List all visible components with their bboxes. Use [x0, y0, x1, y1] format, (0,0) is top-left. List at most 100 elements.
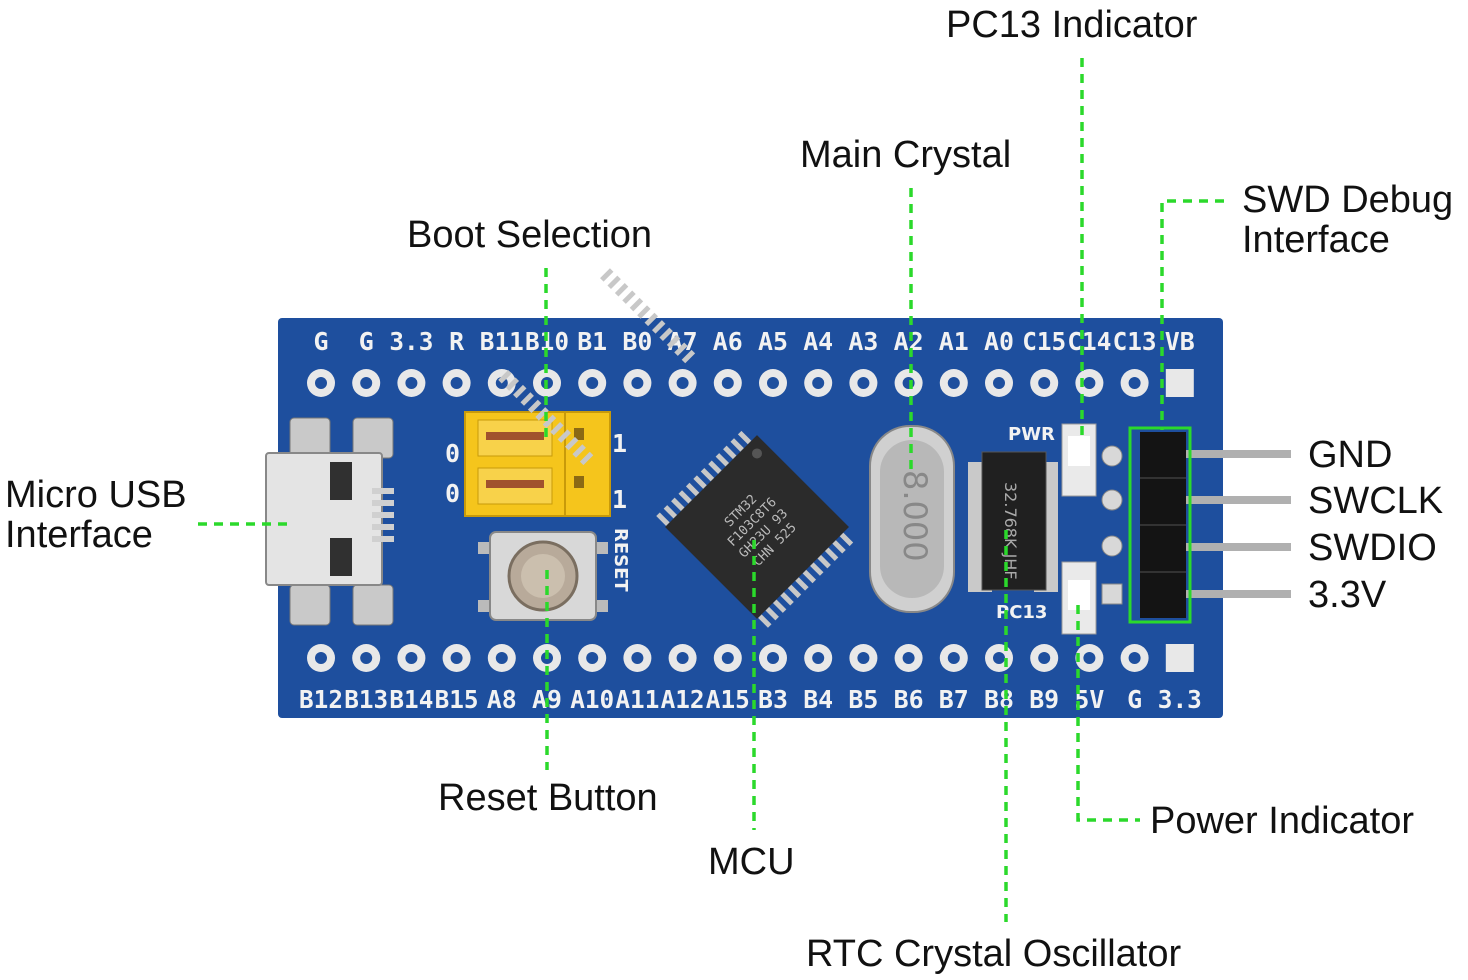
mcu-pin — [700, 467, 715, 482]
callout-micro-usb-line2: Interface — [5, 514, 153, 556]
leader-lines — [198, 58, 1224, 922]
callout-swd-debug: SWD Debug Interface — [1242, 180, 1453, 260]
mcu-pin — [780, 592, 794, 606]
mcu-pin — [659, 327, 673, 342]
top-header-label: A0 — [984, 327, 1014, 356]
boot-jumper-mark: 0 — [445, 439, 460, 468]
top-header-label: B0 — [622, 327, 652, 356]
swd-pin-swdio-label: SWDIO — [1308, 527, 1437, 569]
mcu-pin — [772, 599, 787, 613]
boot-jumper-mark: 0 — [445, 479, 460, 508]
callout-swd-debug-line1: SWD Debug — [1242, 179, 1454, 221]
mcu-pin — [651, 320, 666, 334]
bottom-header-label: B8 — [984, 685, 1014, 714]
top-header-label: R — [449, 327, 465, 356]
reset-button-graphic — [478, 531, 608, 621]
bottom-header-pin-hole — [767, 652, 779, 664]
callout-main-crystal: Main Crystal — [800, 134, 1012, 176]
top-header-label: A4 — [803, 327, 833, 356]
callout-swd-debug-line2: Interface — [1242, 219, 1390, 261]
bottom-header-pin-hole — [947, 652, 960, 664]
top-header-label: G — [314, 327, 329, 356]
bottom-header-label: A10 — [570, 685, 614, 714]
mcu-pin — [802, 569, 817, 584]
bottom-header-pin-hole — [721, 652, 734, 664]
mcu-pin — [832, 540, 846, 554]
main-crystal-graphic — [869, 425, 955, 613]
top-header-label: A5 — [758, 327, 788, 356]
callout-pc13-indicator: PC13 Indicator — [946, 4, 1198, 46]
mcu-pin — [629, 297, 644, 312]
callout-micro-usb: Micro USB Interface — [5, 475, 187, 555]
top-header-pin-hole — [902, 377, 915, 389]
mcu-pin — [678, 490, 692, 504]
mcu-pin — [685, 482, 700, 497]
swd-pin-3v3-label: 3.3V — [1308, 574, 1387, 616]
bottom-header-pin-hole — [857, 652, 870, 664]
top-header-label: A3 — [848, 327, 878, 356]
bottom-header-pin-hole — [1038, 652, 1051, 664]
mcu-pin — [498, 370, 512, 384]
mcu-pin — [824, 547, 839, 561]
bottom-header-pin-hole — [812, 652, 825, 664]
top-header-pin-hole — [1128, 377, 1141, 389]
bottom-header-pin-hole — [405, 652, 418, 664]
top-header-pin-hole — [1083, 377, 1096, 389]
top-header-pin-hole — [767, 377, 779, 389]
boot-jumper-mark: 1 — [612, 485, 627, 514]
callout-mcu: MCU — [708, 841, 795, 883]
top-header-pin-hole — [450, 377, 463, 389]
crystal-marking: 8.000 — [896, 470, 934, 562]
bottom-header-pin-hole — [360, 652, 373, 664]
mcu-pin — [839, 532, 854, 547]
mcu-pin — [681, 349, 696, 364]
bottom-header-label: B4 — [803, 685, 833, 714]
callout-power-indicator: Power Indicator — [1150, 800, 1415, 842]
mcu-pin — [565, 436, 579, 451]
mcu-pin — [666, 335, 681, 349]
mcu-pin — [810, 562, 824, 576]
bottom-header-label: B13 — [344, 685, 388, 714]
mcu-chip — [498, 268, 854, 628]
top-header-label: A1 — [939, 327, 969, 356]
mcu-pin — [600, 268, 614, 282]
bottom-header-pin-hole — [676, 652, 689, 664]
mcu-pin — [674, 342, 688, 356]
top-header-label: A2 — [894, 327, 924, 356]
top-header-label: B1 — [577, 327, 607, 356]
mcu-pin — [644, 312, 659, 327]
mcu-pin — [787, 584, 802, 599]
reset-silk-label: RESET — [610, 528, 631, 592]
top-header-pin-hole — [676, 377, 689, 389]
top-header-pin-hole — [1038, 377, 1051, 389]
top-header-label: 3.3 — [389, 327, 433, 356]
mcu-pin — [663, 505, 678, 519]
bottom-header-label: A8 — [487, 685, 517, 714]
top-header-pin-hole — [812, 377, 825, 389]
bottom-header-label: B9 — [1029, 685, 1059, 714]
bottom-header-pin-hole — [315, 652, 327, 664]
bottom-header-label: B6 — [894, 685, 924, 714]
bottom-header-label: 3.3 — [1158, 685, 1202, 714]
mcu-pin — [693, 475, 707, 489]
top-header-pin-hole — [631, 377, 644, 389]
mcu-pin — [637, 305, 651, 319]
bottom-header-pin-square — [1165, 644, 1194, 672]
mcu-pin — [817, 554, 831, 569]
bottom-header-pin-hole — [495, 652, 508, 664]
top-header-pin-hole — [586, 377, 599, 389]
top-header-pin-square — [1165, 369, 1194, 397]
bottom-header-label: B7 — [939, 685, 969, 714]
bottom-header-pin-hole — [450, 652, 463, 664]
bottom-header-label: A11 — [615, 685, 659, 714]
mcu-pin — [758, 614, 772, 628]
callout-reset-button: Reset Button — [438, 777, 658, 819]
bottom-header-pin-hole — [586, 652, 599, 664]
mcu-pin — [656, 512, 670, 526]
callout-boot-selection: Boot Selection — [407, 214, 653, 256]
callout-rtc-crystal: RTC Crystal Oscillator — [806, 933, 1182, 975]
pc13-silk-label: PC13 — [996, 602, 1047, 623]
bottom-header-pin-hole — [902, 652, 915, 664]
